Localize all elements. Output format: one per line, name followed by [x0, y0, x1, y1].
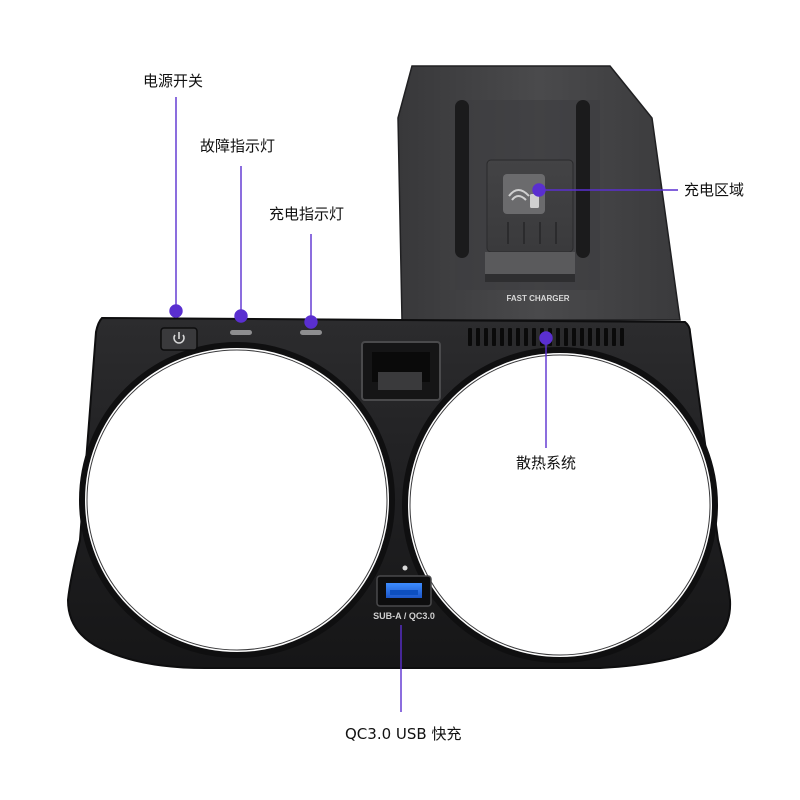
vent-slot [476, 328, 480, 346]
vent-slot [484, 328, 488, 346]
vent-slot [572, 328, 576, 346]
cup-holder-bezel [66, 316, 732, 669]
wireless-charging-icon [503, 174, 545, 214]
cooling-vents [468, 328, 624, 346]
power-icon [173, 332, 185, 344]
vent-slot [532, 328, 536, 346]
callout-dot-charging-area [532, 183, 546, 197]
vent-slot [596, 328, 600, 346]
callout-dot-cooling [539, 331, 553, 345]
power-button[interactable] [160, 327, 198, 351]
callout-fault-indicator: 故障指示灯 [200, 137, 276, 155]
vent-slot [500, 328, 504, 346]
fault-indicator-light [230, 330, 252, 335]
callout-cooling-system: 散热系统 [516, 454, 577, 472]
callout-usb-fast-charge: QC3.0 USB 快充 [345, 725, 462, 743]
charge-indicator-light [300, 330, 322, 335]
vent-slot [492, 328, 496, 346]
usb-port[interactable] [376, 565, 432, 607]
center-slot [361, 341, 441, 401]
vent-slot [580, 328, 584, 346]
callout-charging-area: 充电区域 [684, 181, 745, 199]
vent-slot [516, 328, 520, 346]
callout-power-switch: 电源开关 [143, 72, 204, 90]
callout-dot-fault [234, 309, 248, 323]
vent-slot [556, 328, 560, 346]
vent-slot [508, 328, 512, 346]
callout-dot-power [169, 304, 183, 318]
charger-pad-print: FAST CHARGER [506, 294, 569, 303]
vent-slot [620, 328, 624, 346]
vent-slot [612, 328, 616, 346]
vent-slot [564, 328, 568, 346]
vent-slot [604, 328, 608, 346]
vent-slot [588, 328, 592, 346]
callout-charge-indicator: 充电指示灯 [269, 205, 345, 223]
vent-slot [468, 328, 472, 346]
callout-dot-charge [304, 315, 318, 329]
vent-slot [524, 328, 528, 346]
usb-port-print: SUB-A / QC3.0 [373, 611, 435, 621]
